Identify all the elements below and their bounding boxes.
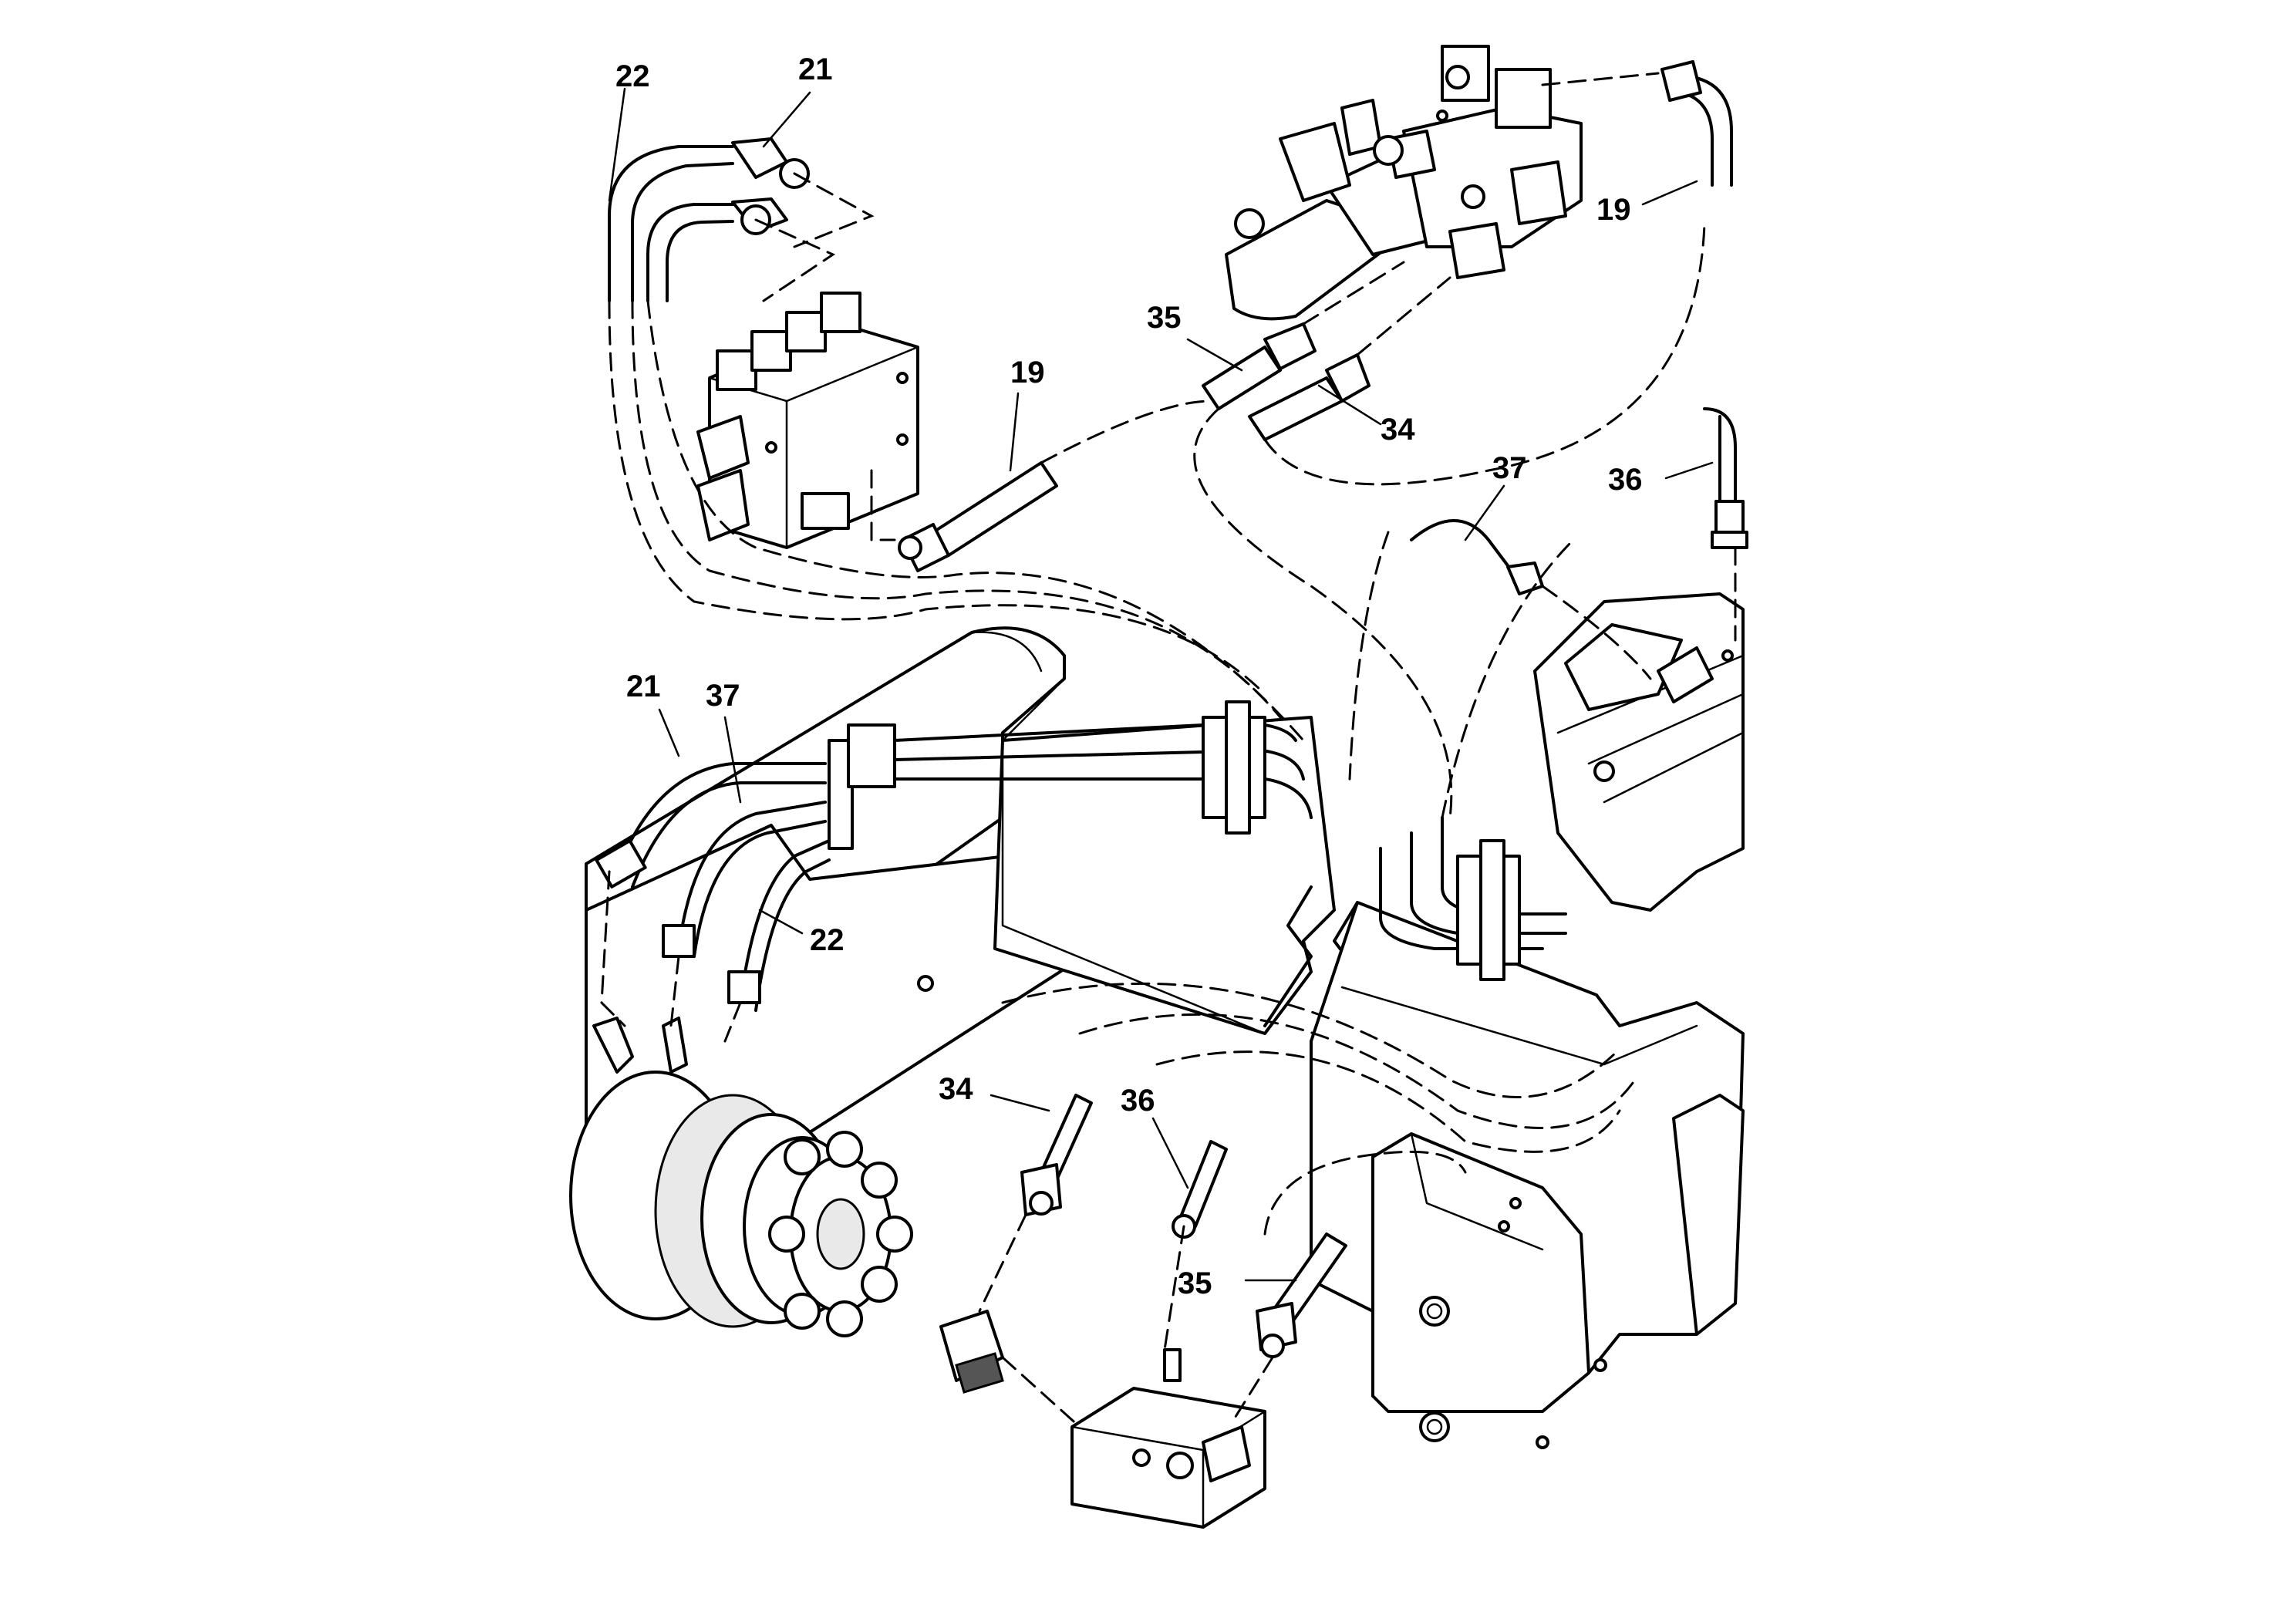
callout-36-upper-right: 36 [1608,463,1643,497]
callout-21-upper: 21 [798,52,833,86]
callout-34-upper: 34 [1381,413,1415,447]
callout-37-upper-right: 37 [1492,451,1527,485]
right-mounted-component [1533,592,1745,912]
callout-37-lower: 37 [706,679,740,713]
callout-21-lower: 21 [626,669,661,703]
loose-fittings [898,322,1371,1529]
callout-35-upper: 35 [1147,301,1182,335]
callout-19-middle: 19 [1010,356,1045,389]
callout-22-upper: 22 [615,59,650,93]
callout-22-lower: 22 [810,923,845,957]
callout-34-lower: 34 [939,1072,973,1106]
leader-lines [608,87,1714,1282]
routing-paths [600,72,1737,1428]
control-valve-block [696,292,919,549]
callout-36-lower: 36 [1121,1084,1155,1118]
callout-35-lower: 35 [1178,1266,1212,1300]
drive-motor-hub [569,1017,913,1337]
callout-19-upper-right: 19 [1596,193,1631,227]
hydraulic-pump-assembly [1225,45,1583,321]
part-callouts: 22 21 19 35 34 19 37 36 21 37 22 34 36 3… [615,52,1643,1300]
machine-frame [585,626,1745,1449]
